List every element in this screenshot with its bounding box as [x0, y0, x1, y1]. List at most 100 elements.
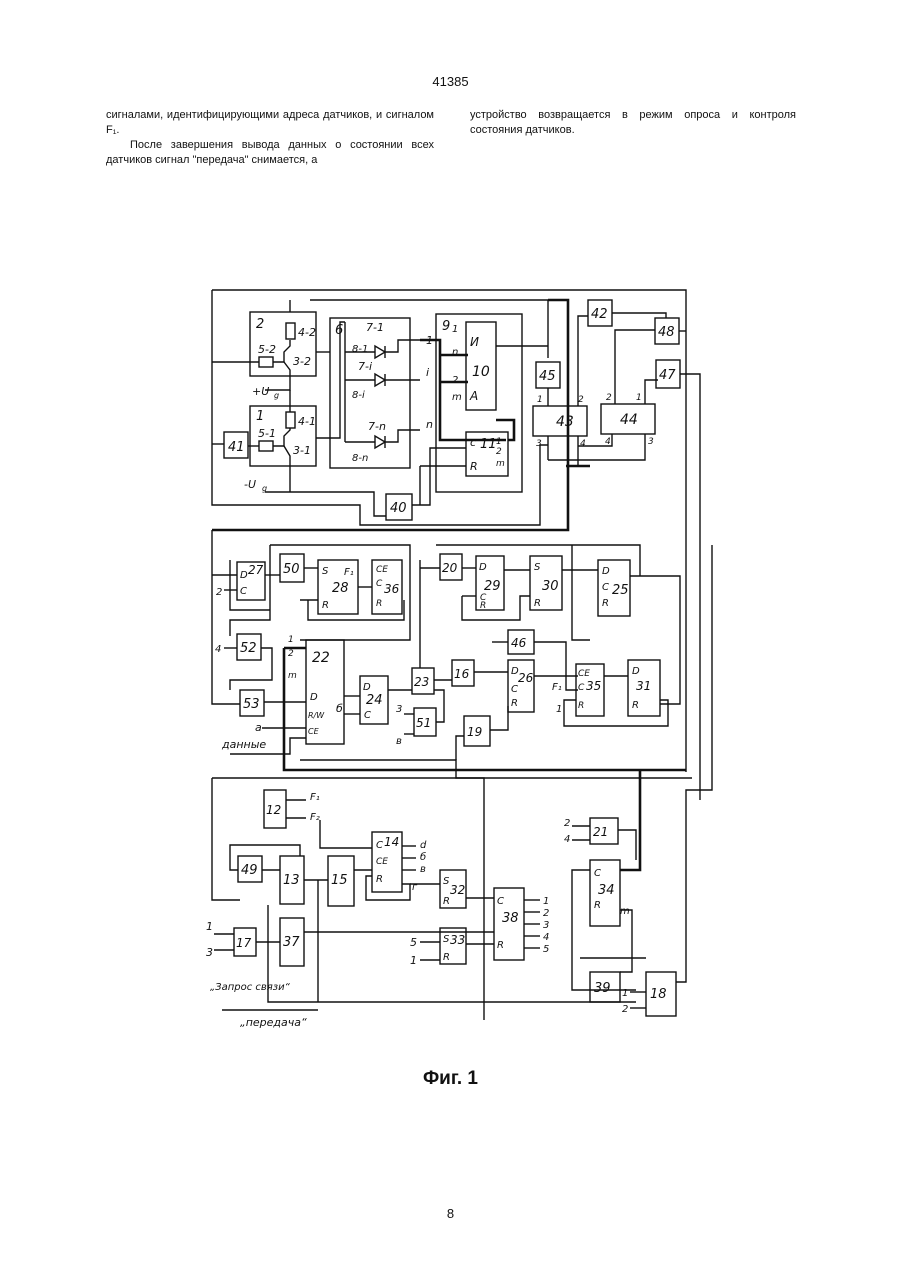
b28-f1: F₁ — [344, 567, 354, 578]
block-2-label: 2 — [256, 317, 264, 332]
diode-8-1 — [375, 346, 385, 358]
tr-3-2-emitter — [284, 362, 290, 382]
input-5-1 — [259, 441, 273, 451]
b28-s: S — [322, 566, 329, 577]
b43-p2: 2 — [578, 395, 584, 405]
block-25-label: 25 — [612, 583, 629, 598]
b38-c: C — [497, 896, 504, 907]
b17-in3: 3 — [206, 946, 213, 959]
out-f2: F₂ — [310, 812, 320, 823]
b24-c: C — [364, 710, 371, 721]
block-27-label: 27 — [248, 563, 264, 577]
block-18-label: 18 — [650, 987, 667, 1002]
wire-34-39 — [620, 910, 632, 972]
block-36-label: 36 — [384, 582, 400, 596]
b33-in1: 1 — [410, 954, 417, 967]
label-5-1: 5-1 — [258, 427, 276, 440]
block-28-label: 28 — [332, 581, 349, 596]
block-48-label: 41 — [228, 440, 245, 455]
diode-8-n — [375, 436, 385, 448]
block-47-label: 40 — [390, 501, 407, 516]
b43-p1: 1 — [537, 395, 543, 405]
b17-in1: 1 — [206, 920, 213, 933]
b14-r: R — [376, 874, 383, 885]
b11-r: R — [470, 460, 478, 473]
block-53-label: 53 — [243, 697, 260, 712]
wire-sw1-out — [385, 340, 420, 352]
out-2: 2 — [543, 908, 549, 919]
b29-d: D — [479, 562, 487, 573]
block-38-label: 38 — [502, 911, 519, 926]
block-45-label: 45 — [539, 369, 556, 384]
block-10-label: 10 — [472, 364, 490, 380]
block-11-label: 11 — [480, 437, 497, 452]
wire-44-41 — [615, 330, 655, 404]
b31-d: D — [632, 666, 640, 677]
resistor-4-2 — [286, 323, 295, 339]
block-1-label: 1 — [256, 409, 264, 424]
label-3-1: 3-1 — [293, 444, 311, 457]
label-8-i: 8-i — [352, 390, 365, 401]
out-5: 5 — [543, 944, 549, 955]
b38-r: R — [497, 940, 504, 951]
wire-43-42 — [578, 316, 588, 406]
block-51-label: 51 — [416, 716, 431, 730]
block-19-label: 19 — [467, 725, 482, 739]
label-5-2: 5-2 — [258, 343, 276, 356]
block-43-label: 43 — [556, 414, 574, 430]
figure-caption: Фиг. 1 — [0, 1068, 901, 1090]
wire-swn-out — [385, 430, 420, 442]
out-1: 1 — [543, 896, 549, 907]
b36-c: C — [376, 579, 383, 589]
wire-19-in — [456, 736, 464, 760]
label-plus-u: +U — [252, 385, 269, 398]
b26-c: C — [511, 684, 518, 695]
b33-in5: 5 — [410, 936, 417, 949]
b10-pin1: 1 — [452, 324, 458, 335]
b27-d: D — [240, 570, 248, 581]
b18-in2: 2 — [622, 1004, 628, 1015]
b34-c: C — [594, 868, 601, 879]
b11-o2: 2 — [496, 447, 502, 457]
block-21-label: 21 — [593, 825, 608, 839]
wire-bold-main — [212, 300, 568, 530]
wire-37-bus — [268, 905, 636, 1002]
wire-mid-drop — [572, 545, 590, 640]
block-41-label: 48 — [658, 325, 675, 340]
b43-p4: 4 — [580, 439, 586, 449]
b51-in-v: в — [396, 736, 402, 747]
block-37-label: 37 — [283, 935, 300, 950]
b44-p1: 1 — [636, 393, 642, 403]
b51-in3: 3 — [396, 704, 402, 715]
b36-ce: CE — [376, 565, 388, 575]
diode-8-i — [375, 374, 385, 386]
out-b: б — [420, 851, 426, 863]
block-35-label: 35 — [586, 679, 601, 693]
b22-rw: R/W — [308, 711, 325, 720]
b22-p1: 1 — [288, 635, 294, 645]
b27-in2: 2 — [216, 587, 222, 598]
b52-in4: 4 — [215, 644, 221, 655]
block-49-label: 49 — [241, 863, 258, 878]
wire-18-out — [676, 545, 712, 982]
label-7-1: 7-1 — [366, 321, 384, 334]
b25-d: D — [602, 566, 610, 577]
block-52-label: 52 — [240, 641, 257, 656]
label-plus-u-sub: g — [274, 391, 279, 400]
input-5-2 — [259, 357, 273, 367]
wire-top-9 — [310, 300, 548, 358]
b34-r: R — [594, 900, 601, 911]
block-42-label: 42 — [591, 307, 608, 322]
wire-mid-left — [212, 530, 240, 704]
in-dannye: данные — [221, 738, 266, 751]
block-26-label: 26 — [518, 671, 534, 685]
b22-ce: CE — [308, 727, 320, 736]
in-a: a — [255, 721, 262, 734]
b30-s: S — [534, 562, 541, 573]
port-n: n — [426, 418, 433, 431]
b22-p2: 2 — [288, 649, 294, 659]
b10-pin-m: m — [452, 392, 462, 403]
bus-34 — [620, 770, 640, 870]
page-number-bottom: 8 — [0, 1206, 901, 1221]
out-3: 3 — [543, 920, 549, 931]
